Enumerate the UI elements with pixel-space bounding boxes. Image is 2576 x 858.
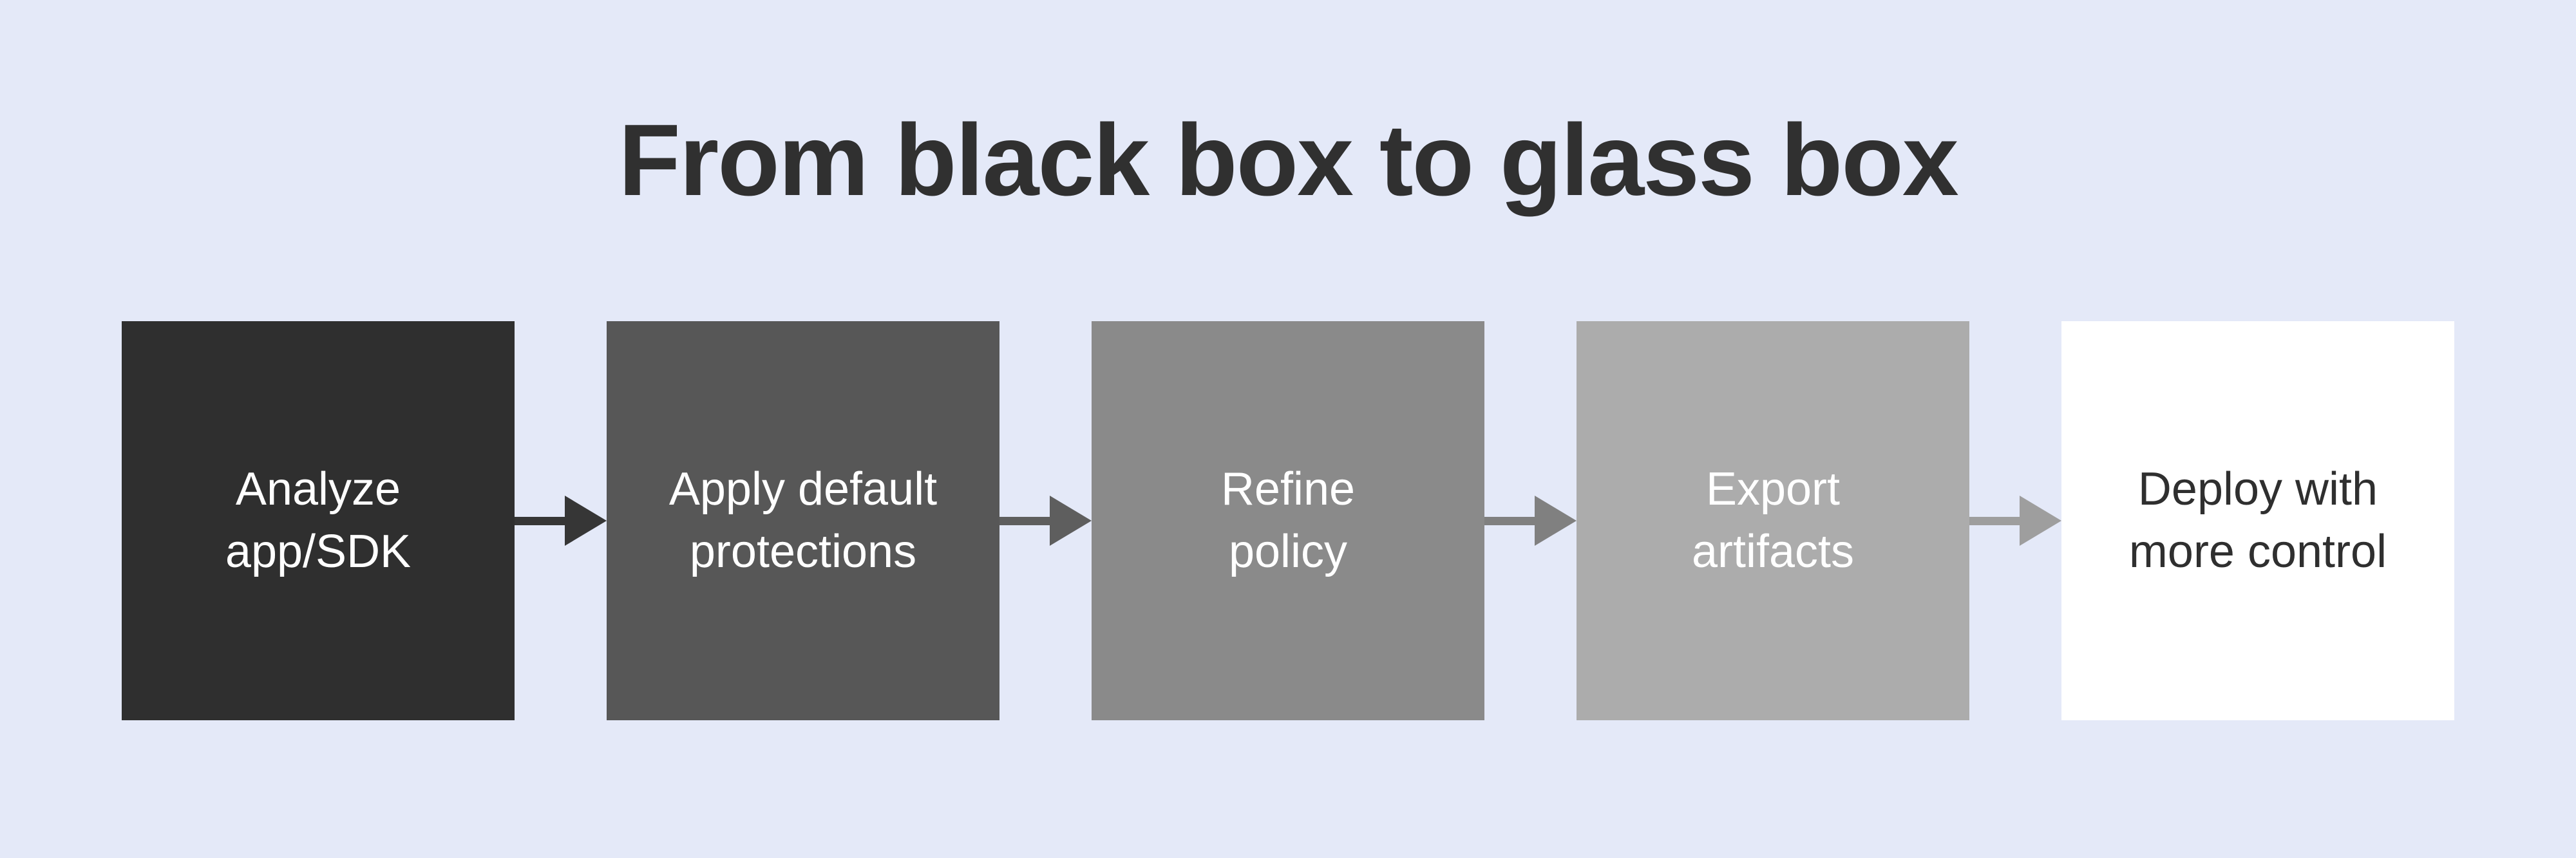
arrow-head bbox=[565, 496, 607, 546]
step-label-line: protections bbox=[689, 526, 917, 577]
arrow-right-icon bbox=[999, 321, 1092, 720]
arrow-shaft bbox=[515, 516, 565, 525]
step-label-line: Refine bbox=[1220, 463, 1356, 515]
step-label-line: app/SDK bbox=[225, 526, 412, 577]
flow-step-refine-policy: Refine policy bbox=[1092, 321, 1484, 720]
step-label: Deploy with more control bbox=[2129, 458, 2387, 583]
flow-step-export-artifacts: Export artifacts bbox=[1577, 321, 1969, 720]
step-label: Apply default protections bbox=[669, 458, 937, 583]
process-flow: Analyze app/SDK Apply default protection… bbox=[122, 321, 2454, 720]
flow-step-apply-default-protections: Apply default protections bbox=[607, 321, 999, 720]
flow-step-deploy-with-more-control: Deploy with more control bbox=[2061, 321, 2454, 720]
arrow-shaft bbox=[999, 516, 1050, 525]
step-label: Refine policy bbox=[1221, 458, 1355, 583]
step-label-line: more control bbox=[2128, 526, 2387, 577]
flow-step-analyze-app-sdk: Analyze app/SDK bbox=[122, 321, 515, 720]
arrow-shaft bbox=[1484, 516, 1535, 525]
arrow-shaft bbox=[1969, 516, 2020, 525]
arrow-right-icon bbox=[1969, 321, 2061, 720]
step-label-line: artifacts bbox=[1691, 526, 1855, 577]
arrow-head bbox=[1535, 496, 1577, 546]
step-label-line: Analyze bbox=[235, 463, 401, 515]
step-label: Export artifacts bbox=[1692, 458, 1854, 583]
step-label-line: Deploy with bbox=[2137, 463, 2378, 515]
step-label: Analyze app/SDK bbox=[225, 458, 411, 583]
arrow-head bbox=[2020, 496, 2061, 546]
arrow-right-icon bbox=[1484, 321, 1577, 720]
diagram-title: From black box to glass box bbox=[618, 104, 1958, 217]
step-label-line: Apply default bbox=[668, 463, 938, 515]
step-label-line: Export bbox=[1705, 463, 1841, 515]
arrow-head bbox=[1050, 496, 1092, 546]
arrow-right-icon bbox=[515, 321, 607, 720]
step-label-line: policy bbox=[1228, 526, 1348, 577]
